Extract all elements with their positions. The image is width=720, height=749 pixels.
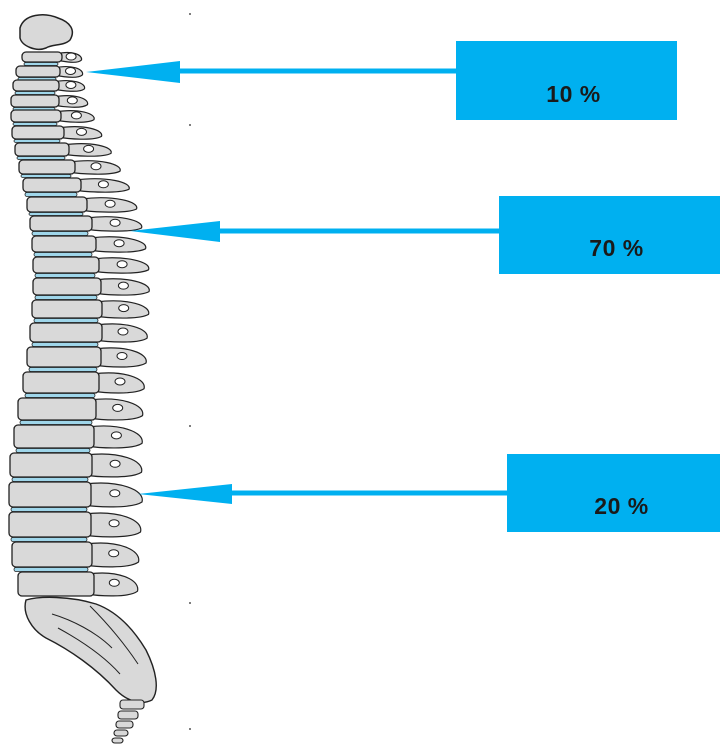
vertebra-body <box>9 482 91 507</box>
intervertebral-disc <box>32 343 98 347</box>
vertebra-body <box>15 143 69 156</box>
intervertebral-disc <box>11 538 87 542</box>
intervertebral-disc <box>12 478 88 482</box>
vertebra-body <box>23 372 99 393</box>
vertebra-facet <box>109 520 119 527</box>
background-dots <box>189 13 191 730</box>
vertebra-body <box>23 178 81 192</box>
intervertebral-disc <box>34 319 98 323</box>
arrow-lumbar <box>138 484 509 504</box>
vertebra-body <box>22 52 62 62</box>
vertebra-body <box>18 398 96 420</box>
vertebra-facet <box>67 97 77 104</box>
coccyx-segment <box>116 721 133 728</box>
vertebra-facet <box>109 579 119 586</box>
vertebra-facet <box>117 353 127 360</box>
vertebra-facet <box>114 240 124 247</box>
vertebra-body <box>11 110 61 122</box>
intervertebral-disc <box>21 175 71 178</box>
vertebra-facet <box>119 305 129 312</box>
sacrum <box>25 597 156 702</box>
intervertebral-disc <box>14 140 60 143</box>
vertebra-facet <box>105 200 115 207</box>
intervertebral-disc <box>32 232 88 236</box>
intervertebral-disc <box>15 92 55 95</box>
vertebra-facet <box>91 163 101 170</box>
intervertebral-disc <box>29 368 97 372</box>
thoracic-percentage-label: 70 % <box>589 235 643 262</box>
intervertebral-disc <box>16 449 90 453</box>
coccyx-segment <box>120 700 144 709</box>
vertebra-body <box>19 160 75 174</box>
vertebra-facet <box>110 460 120 467</box>
intervertebral-disc <box>13 123 57 126</box>
lumbar-percentage-label: 20 % <box>594 493 648 520</box>
intervertebral-disc <box>25 193 77 197</box>
vertebra-body <box>33 257 99 273</box>
vertebra-facet <box>66 67 76 74</box>
vertebra-body <box>9 512 91 537</box>
intervertebral-disc <box>11 508 87 512</box>
vertebra-body <box>33 278 101 295</box>
intervertebral-disc <box>35 274 95 278</box>
vertebra-body <box>11 95 59 107</box>
vertebra-body <box>13 80 59 91</box>
arrow-cervical <box>86 61 458 83</box>
intervertebral-disc <box>29 213 83 216</box>
cervical-percentage-label: 10 % <box>546 81 600 108</box>
intervertebral-disc <box>25 394 95 398</box>
vertebra-body <box>16 66 60 77</box>
intervertebral-disc <box>17 157 65 160</box>
coccyx-segment <box>114 730 128 736</box>
vertebra-facet <box>115 378 125 385</box>
spine-illustration <box>9 15 156 743</box>
vertebra-body <box>12 542 92 567</box>
lumbar-percentage-box: 20 % <box>507 454 720 532</box>
vertebra-facet <box>113 404 123 411</box>
vertebra-body <box>27 347 101 367</box>
vertebra-facet <box>71 112 81 119</box>
vertebra-body <box>32 300 102 318</box>
vertebra-body <box>12 126 64 139</box>
intervertebral-disc <box>24 63 58 66</box>
vertebra-body <box>30 323 102 342</box>
vertebra-facet <box>118 328 128 335</box>
vertebra-facet <box>66 53 76 60</box>
vertebra-facet <box>110 219 120 226</box>
vertebra-facet <box>110 490 120 497</box>
vertebra-facet <box>84 145 94 152</box>
vertebra-body <box>18 572 94 596</box>
intervertebral-disc <box>35 296 97 300</box>
vertebra-body <box>14 425 94 448</box>
cervical-percentage-box: 10 % <box>456 41 677 120</box>
vertebra-body <box>27 197 87 212</box>
vertebra-facet <box>77 128 87 135</box>
vertebra-facet <box>117 261 127 268</box>
vertebra-body <box>32 236 96 252</box>
thoracic-percentage-box: 70 % <box>499 196 720 274</box>
intervertebral-disc <box>34 253 92 257</box>
vertebra-facet <box>109 550 119 557</box>
vertebra-facet <box>66 81 76 88</box>
intervertebral-disc <box>14 568 88 572</box>
vertebra-facet <box>98 181 108 188</box>
vertebra-atlas <box>20 15 72 49</box>
intervertebral-disc <box>20 421 92 425</box>
vertebra-body <box>30 216 92 231</box>
arrow-thoracic <box>130 221 500 242</box>
vertebra-facet <box>118 282 128 289</box>
coccyx-segment <box>118 711 138 719</box>
vertebra-body <box>10 453 92 477</box>
coccyx-segment <box>112 738 123 743</box>
vertebra-facet <box>111 432 121 439</box>
